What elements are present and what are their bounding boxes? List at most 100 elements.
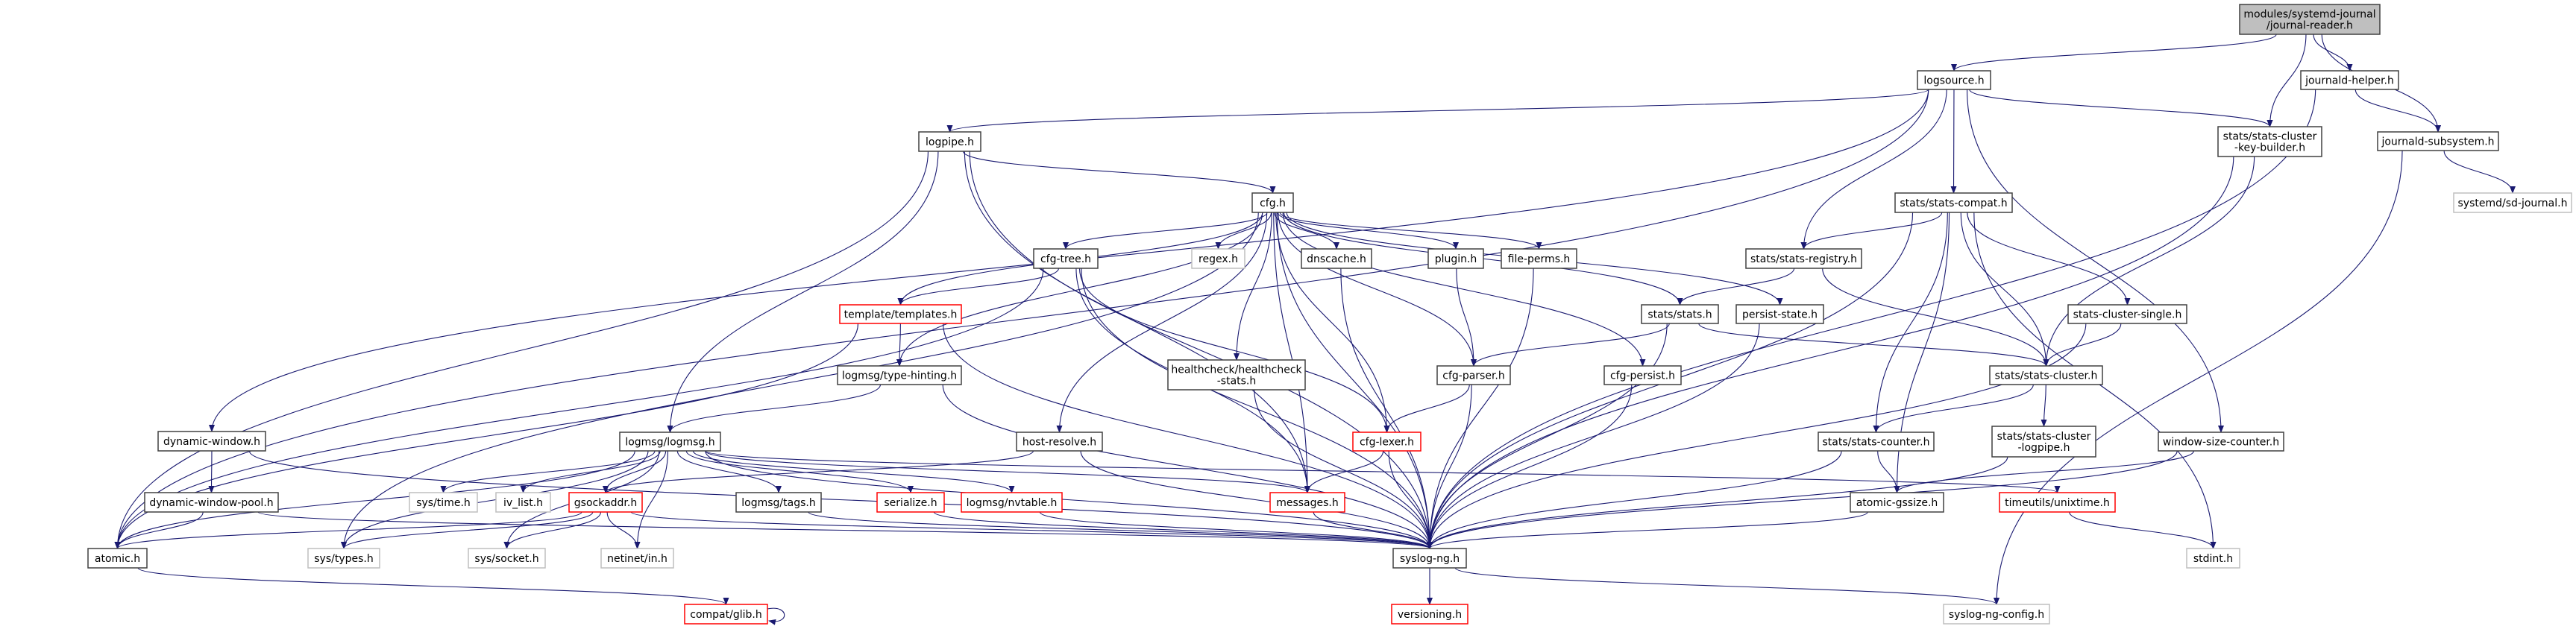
edge-cfgpersist-to-syslogng <box>1427 384 1633 549</box>
node-messages[interactable]: messages.h <box>1269 492 1345 513</box>
node-registry[interactable]: stats/stats-registry.h <box>1745 248 1862 269</box>
edge-clusterlogpipe-to-syslogng <box>1427 456 2008 549</box>
node-cluster[interactable]: stats/stats-cluster.h <box>1989 365 2103 385</box>
node-label: compat/glib.h <box>690 609 761 621</box>
node-box <box>1735 304 1824 324</box>
node-label: syslog-ng.h <box>1400 553 1460 565</box>
node-clusterlogpipe[interactable]: stats/stats-cluster-logpipe.h <box>1991 426 2096 458</box>
node-label: cfg-tree.h <box>1040 253 1091 265</box>
node-cfg[interactable]: cfg.h <box>1251 192 1294 213</box>
node-box <box>961 492 1063 513</box>
edge-syslogng-to-config <box>1454 567 1999 605</box>
node-dnscache[interactable]: dnscache.h <box>1301 248 1372 269</box>
node-label: -stats.h <box>1217 376 1257 388</box>
node-tags[interactable]: logmsg/tags.h <box>735 492 822 513</box>
node-counter[interactable]: stats/stats-counter.h <box>1818 432 1935 452</box>
node-compat[interactable]: stats/stats-compat.h <box>1894 192 2013 213</box>
node-stats[interactable]: stats/stats.h <box>1641 304 1719 324</box>
node-regex[interactable]: regex.h <box>1191 248 1245 269</box>
node-box <box>2377 131 2499 151</box>
node-label: cfg-parser.h <box>1442 370 1505 382</box>
edge-cfg-to-cfglexer <box>1275 212 1390 433</box>
node-templates[interactable]: template/templates.h <box>839 304 962 324</box>
node-netinet[interactable]: netinet/in.h <box>600 548 674 569</box>
node-cfgtree[interactable]: cfg-tree.h <box>1033 248 1099 269</box>
node-dynwin[interactable]: dynamic-window.h <box>157 431 266 452</box>
edge-single-to-syslogng <box>1427 323 2087 549</box>
edge-typehint-to-logmsg <box>667 384 882 433</box>
node-gsock[interactable]: gsockaddr.h <box>568 492 643 513</box>
node-jsub[interactable]: journald-subsystem.h <box>2377 131 2499 151</box>
node-hostres[interactable]: host-resolve.h <box>1016 432 1103 452</box>
edge-logsource-to-atomic <box>114 89 1929 549</box>
edge-dwpool-to-syslogng <box>257 511 1433 549</box>
node-fileperms[interactable]: file-perms.h <box>1501 248 1577 269</box>
node-label: healthcheck/healthcheck <box>1171 364 1302 376</box>
edge-logmsg-to-netinet <box>634 450 669 549</box>
node-syssocket[interactable]: sys/socket.h <box>468 548 546 569</box>
edge-cluster-to-clusterlogpipe <box>2041 384 2047 427</box>
node-plugin[interactable]: plugin.h <box>1427 248 1484 269</box>
edge-logmsg-to-unixtime <box>705 450 2060 493</box>
node-box <box>735 492 822 513</box>
edge-stats-to-syslogng <box>1427 323 1668 549</box>
edge-cfgparser-to-syslogng <box>1427 384 1472 549</box>
node-systypes[interactable]: sys/types.h <box>307 548 380 569</box>
node-logsource[interactable]: logsource.h <box>1917 70 1991 90</box>
node-keybuilder[interactable]: stats/stats-cluster-key-builder.h <box>2217 126 2322 157</box>
node-glib[interactable]: compat/glib.h <box>684 604 768 625</box>
node-serialize[interactable]: serialize.h <box>876 492 945 513</box>
node-cfglexer[interactable]: cfg-lexer.h <box>1352 432 1421 452</box>
node-nvtable[interactable]: logmsg/nvtable.h <box>961 492 1063 513</box>
node-typehint[interactable]: logmsg/type-hinting.h <box>837 365 962 385</box>
node-box <box>1850 492 1944 513</box>
edge-registry-to-stats <box>1677 268 1795 306</box>
node-label: stats-cluster-single.h <box>2073 309 2182 321</box>
node-cfgparser[interactable]: cfg-parser.h <box>1436 365 1511 385</box>
node-label: template/templates.h <box>844 309 958 321</box>
node-box <box>2158 432 2284 452</box>
node-stdint[interactable]: stdint.h <box>2186 548 2240 569</box>
node-config[interactable]: syslog-ng-config.h <box>1943 604 2050 625</box>
node-persist[interactable]: persist-state.h <box>1735 304 1824 324</box>
node-box <box>409 492 478 513</box>
node-box <box>2300 70 2399 90</box>
node-logpipe[interactable]: logpipe.h <box>918 131 981 152</box>
node-label: window-size-counter.h <box>2163 437 2279 449</box>
node-ivlist[interactable]: iv_list.h <box>495 492 551 513</box>
node-syslogng[interactable]: syslog-ng.h <box>1392 548 1467 569</box>
node-wsc[interactable]: window-size-counter.h <box>2158 432 2284 452</box>
edge-cluster-to-counter <box>1873 384 2034 433</box>
edge-tags-to-syslogng <box>808 511 1433 549</box>
node-box <box>1436 365 1511 385</box>
node-logmsg[interactable]: logmsg/logmsg.h <box>619 432 721 452</box>
node-sdjournal[interactable]: systemd/sd-journal.h <box>2453 192 2572 213</box>
node-label: stats/stats-cluster <box>2223 131 2317 143</box>
node-box <box>918 131 981 152</box>
node-box <box>2186 548 2240 569</box>
node-label: versioning.h <box>1398 609 1462 621</box>
node-dwpool[interactable]: dynamic-window-pool.h <box>144 492 279 513</box>
node-cfgpersist[interactable]: cfg-persist.h <box>1603 365 1682 385</box>
edge-single-to-cluster <box>2043 323 2122 367</box>
edge-hostres-to-gsock <box>603 450 1034 493</box>
node-jhelper[interactable]: journald-helper.h <box>2300 70 2399 90</box>
edge-dnscache-to-syslogng <box>1340 268 1433 549</box>
edge-cfg-to-cfgpersist <box>1282 212 1646 367</box>
node-healthcheck[interactable]: healthcheck/healthcheck-stats.h <box>1167 359 1306 391</box>
node-box <box>1392 548 1467 569</box>
edge-compat-to-single <box>1967 212 2131 306</box>
node-reader[interactable]: modules/systemd-journal/journal-reader.h <box>2239 4 2381 35</box>
edge-layer <box>114 34 2516 625</box>
node-label: iv_list.h <box>503 497 543 509</box>
node-versioning[interactable]: versioning.h <box>1391 604 1468 625</box>
node-single[interactable]: stats-cluster-single.h <box>2067 304 2187 324</box>
edge-templates-to-typehint <box>896 323 903 367</box>
node-gssize[interactable]: atomic-gssize.h <box>1850 492 1944 513</box>
node-unixtime[interactable]: timeutils/unixtime.h <box>1999 492 2116 513</box>
node-systime[interactable]: sys/time.h <box>409 492 478 513</box>
node-box <box>837 365 962 385</box>
node-label: serialize.h <box>884 497 937 509</box>
node-atomic[interactable]: atomic.h <box>87 548 148 569</box>
node-box <box>1269 492 1345 513</box>
